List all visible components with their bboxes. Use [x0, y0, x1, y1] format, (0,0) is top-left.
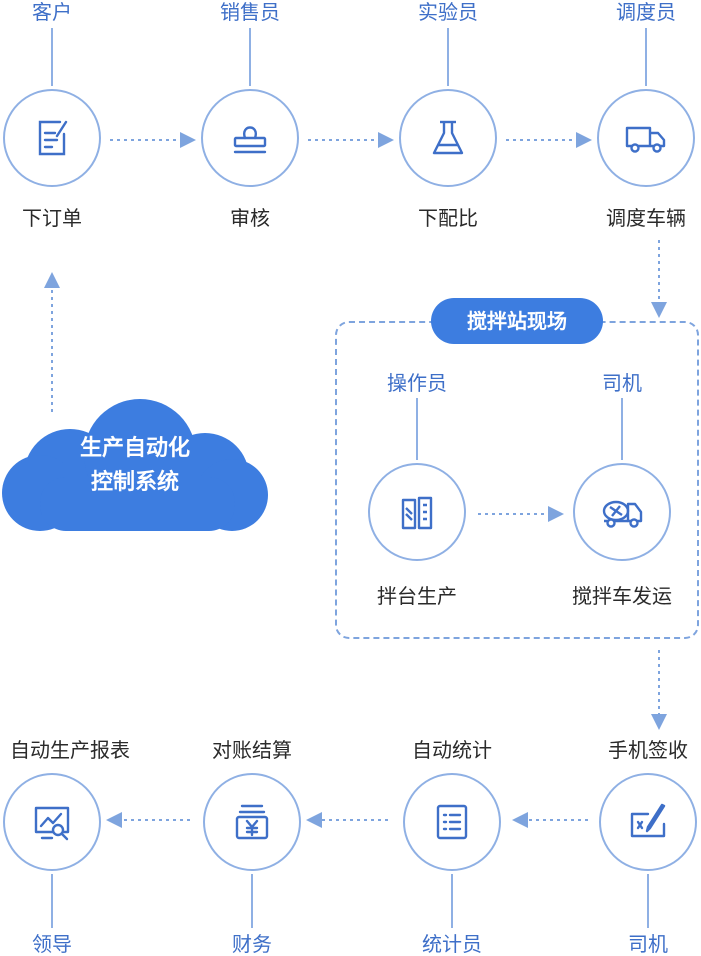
step-label-auto-report: 自动生产报表 — [10, 738, 130, 762]
node-settlement — [203, 773, 301, 871]
node-auto-stats — [403, 773, 501, 871]
cloud-title-line2: 控制系统 — [90, 470, 179, 495]
role-label-customer: 客户 — [32, 0, 72, 24]
cloud-title-line1: 生产自动化 — [79, 436, 190, 461]
node-auto-report — [3, 773, 101, 871]
role-label-driver-site: 司机 — [602, 371, 642, 395]
role-label-dispatcher: 调度员 — [616, 0, 676, 24]
step-label-review: 审核 — [230, 206, 270, 230]
step-label-mixer-delivery: 搅拌车发运 — [572, 584, 672, 608]
role-label-statistician: 统计员 — [422, 932, 482, 956]
node-dispatch — [597, 89, 695, 187]
order-form-icon — [38, 120, 68, 156]
role-label-operator: 操作员 — [387, 371, 447, 395]
node-mixer-delivery — [573, 463, 671, 561]
step-label-auto-stats: 自动统计 — [412, 738, 492, 762]
step-label-mix-ratio: 下配比 — [418, 206, 478, 230]
role-label-sales: 销售员 — [220, 0, 280, 24]
cloud-title: 生产自动化 控制系统 — [35, 432, 235, 500]
report-chart-icon — [34, 806, 70, 841]
mixing-site-title: 搅拌站现场 — [431, 298, 603, 344]
node-review — [201, 89, 299, 187]
node-place-order — [3, 89, 101, 187]
role-label-lab: 实验员 — [418, 0, 478, 24]
node-mix-ratio — [399, 89, 497, 187]
role-label-driver: 司机 — [628, 932, 668, 956]
approval-stamp-icon — [233, 126, 267, 154]
statistics-list-icon — [436, 804, 468, 840]
role-label-finance: 财务 — [232, 932, 272, 956]
role-label-leader: 领导 — [32, 932, 72, 956]
node-sign-receipt — [599, 773, 697, 871]
sign-receipt-icon — [630, 803, 666, 838]
step-label-place-order: 下订单 — [22, 206, 82, 230]
step-label-plant-production: 拌台生产 — [377, 584, 457, 608]
node-plant-production — [368, 463, 466, 561]
mixer-truck-icon — [602, 500, 643, 528]
yuan-settlement-icon — [235, 804, 269, 840]
step-label-dispatch: 调度车辆 — [606, 206, 686, 230]
cloud-shape — [2, 399, 268, 531]
truck-icon — [625, 126, 666, 153]
lab-flask-icon — [432, 120, 464, 155]
production-plant-icon — [401, 496, 433, 530]
step-label-settlement: 对账结算 — [212, 738, 292, 762]
step-label-sign-receipt: 手机签收 — [608, 738, 688, 762]
